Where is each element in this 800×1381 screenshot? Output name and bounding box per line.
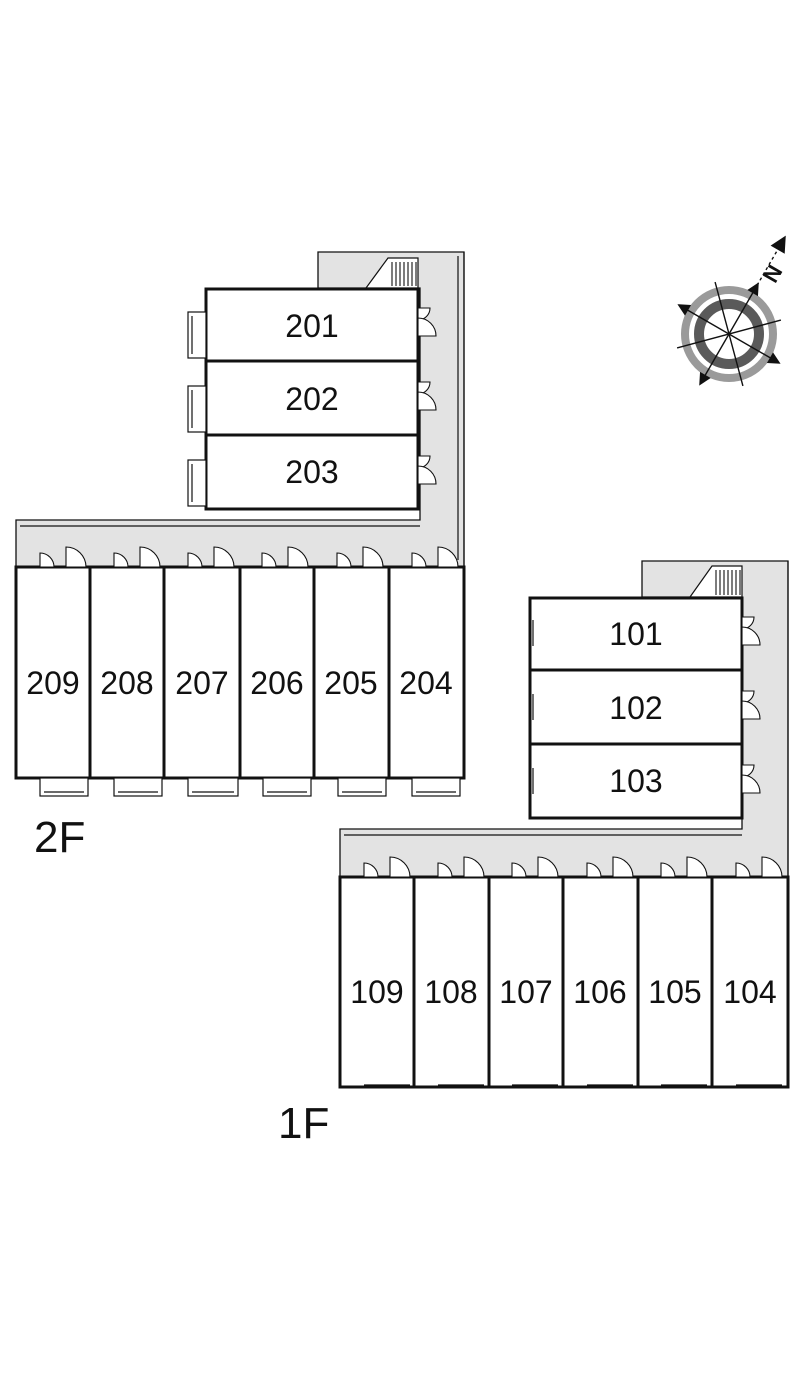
unit-102[interactable]: 102 [528, 668, 744, 746]
unit-label: 103 [609, 763, 662, 799]
unit-label: 201 [285, 308, 338, 344]
unit-label: 108 [424, 974, 477, 1010]
unit-label: 102 [609, 690, 662, 726]
north-label: N [758, 261, 788, 287]
unit-101[interactable]: 101 [528, 596, 744, 672]
balcony [187, 459, 207, 507]
unit-208[interactable]: 208 [88, 565, 166, 780]
compass-rose-icon: N [676, 235, 788, 387]
unit-206[interactable]: 206 [238, 565, 316, 780]
balcony [39, 777, 461, 797]
floor-1f: 101 102 103 109 108 [278, 560, 790, 1148]
unit-203[interactable]: 203 [204, 433, 420, 511]
unit-107[interactable]: 107 [487, 875, 565, 1089]
unit-label: 203 [285, 454, 338, 490]
unit-label: 208 [100, 665, 153, 701]
door-icon [39, 546, 459, 568]
unit-104[interactable]: 104 [710, 875, 790, 1089]
unit-201[interactable]: 201 [204, 287, 420, 363]
unit-207[interactable]: 207 [162, 565, 242, 780]
door-icon [741, 616, 761, 794]
balcony [187, 385, 207, 433]
unit-204[interactable]: 204 [387, 565, 466, 780]
unit-label: 106 [573, 974, 626, 1010]
unit-label: 109 [350, 974, 403, 1010]
door-icon [363, 856, 783, 878]
unit-label: 207 [175, 665, 228, 701]
unit-106[interactable]: 106 [561, 875, 640, 1089]
floor-label: 2F [34, 813, 85, 862]
unit-label: 104 [723, 974, 776, 1010]
unit-label: 205 [324, 665, 377, 701]
unit-109[interactable]: 109 [338, 875, 416, 1089]
unit-label: 209 [26, 665, 79, 701]
unit-label: 202 [285, 381, 338, 417]
unit-205[interactable]: 205 [312, 565, 391, 780]
unit-103[interactable]: 103 [528, 742, 744, 820]
unit-105[interactable]: 105 [636, 875, 714, 1089]
balcony [187, 311, 207, 359]
unit-label: 105 [648, 974, 701, 1010]
floor-2f: 201 202 203 209 [14, 251, 466, 862]
unit-108[interactable]: 108 [412, 875, 491, 1089]
unit-label: 101 [609, 616, 662, 652]
stairs-2f [364, 257, 419, 289]
floor-label: 1F [278, 1099, 329, 1148]
stairs-1f [688, 565, 743, 598]
unit-202[interactable]: 202 [204, 359, 420, 437]
unit-label: 206 [250, 665, 303, 701]
unit-209[interactable]: 209 [14, 565, 92, 780]
unit-label: 204 [399, 665, 452, 701]
door-icon [417, 307, 437, 485]
unit-label: 107 [499, 974, 552, 1010]
